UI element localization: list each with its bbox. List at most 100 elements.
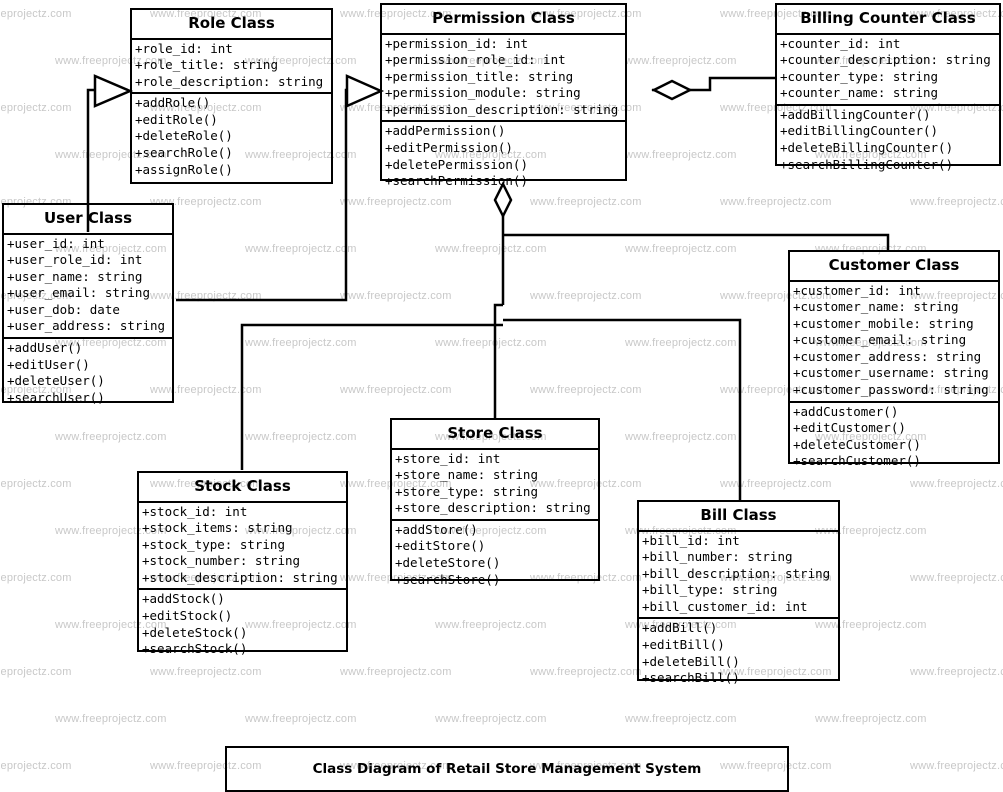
class-member-row: +deleteBill() — [642, 653, 740, 669]
class-member-row: +editUser() — [7, 356, 90, 372]
class-box-stock[interactable]: Stock Class +stock_id: int+stock_items: … — [137, 471, 348, 656]
attributes-store: +store_id: int+store_name: string+store_… — [392, 450, 598, 521]
class-member-row: +editBill() — [642, 637, 725, 653]
class-member-row: +customer_mobile: string — [793, 315, 974, 331]
generalization-arrowhead-role — [93, 74, 134, 108]
class-member-row: +user_id: int — [7, 235, 105, 251]
class-member-row: +role_title: string — [135, 57, 278, 73]
class-member-row: +role_id: int — [135, 40, 233, 56]
class-member-row: +counter_description: string — [780, 52, 991, 68]
class-title-stock: Stock Class — [139, 473, 346, 503]
class-box-user[interactable]: User Class +user_id: int+user_role_id: i… — [2, 203, 174, 405]
class-member-row: +customer_address: string — [793, 348, 982, 364]
methods-billing-counter: +addBillingCounter()+editBillingCounter(… — [777, 106, 999, 175]
class-member-row: +searchCustomer() — [793, 453, 921, 469]
attributes-permission: +permission_id: int+permission_role_id: … — [382, 35, 625, 123]
class-box-customer[interactable]: Customer Class +customer_id: int+custome… — [788, 250, 1000, 468]
class-title-permission: Permission Class — [382, 5, 625, 35]
class-member-row: +deleteBillingCounter() — [780, 140, 954, 156]
class-member-row: +searchPermission() — [385, 173, 528, 189]
class-member-row: +stock_items: string — [142, 520, 293, 536]
class-member-row: +permission_title: string — [385, 68, 574, 84]
class-member-row: +user_address: string — [7, 318, 166, 334]
class-member-row: +editBillingCounter() — [780, 123, 939, 139]
class-box-role[interactable]: Role Class +role_id: int+role_title: str… — [130, 8, 333, 184]
diagram-caption-text: Class Diagram of Retail Store Management… — [312, 761, 702, 777]
class-box-billing-counter[interactable]: Billing Counter Class +counter_id: int+c… — [775, 3, 1001, 172]
link-trunk-jog — [493, 303, 503, 322]
class-member-row: +role_description: string — [135, 73, 324, 89]
class-title-store: Store Class — [392, 420, 598, 450]
attributes-customer: +customer_id: int+customer_name: string+… — [790, 282, 998, 403]
class-member-row: +addCustomer() — [793, 403, 899, 419]
class-title-role: Role Class — [132, 10, 331, 40]
class-member-row: +searchRole() — [135, 145, 233, 161]
class-member-row: +addUser() — [7, 340, 83, 356]
diagram-caption: Class Diagram of Retail Store Management… — [225, 746, 789, 792]
class-member-row: +bill_description: string — [642, 565, 831, 581]
class-member-row: +store_type: string — [395, 483, 538, 499]
attributes-bill: +bill_id: int+bill_number: string+bill_d… — [639, 532, 838, 620]
class-member-row: +deletePermission() — [385, 156, 528, 172]
class-member-row: +bill_customer_id: int — [642, 598, 808, 614]
methods-bill: +addBill()+editBill()+deleteBill()+searc… — [639, 619, 838, 688]
link-permission-bill — [503, 318, 742, 500]
methods-permission: +addPermission()+editPermission()+delete… — [382, 122, 625, 191]
class-member-row: +deleteUser() — [7, 373, 105, 389]
class-member-row: +customer_email: string — [793, 332, 967, 348]
class-member-row: +permission_module: string — [385, 85, 581, 101]
class-member-row: +bill_id: int — [642, 532, 740, 548]
class-member-row: +permission_role_id: int — [385, 52, 566, 68]
class-member-row: +store_id: int — [395, 450, 501, 466]
class-member-row: +user_dob: date — [7, 301, 120, 317]
class-member-row: +deleteRole() — [135, 128, 233, 144]
class-member-row: +stock_number: string — [142, 553, 301, 569]
class-member-row: +searchStock() — [142, 641, 248, 657]
class-member-row: +addStock() — [142, 591, 225, 607]
class-member-row: +store_description: string — [395, 500, 591, 516]
class-member-row: +permission_id: int — [385, 35, 528, 51]
class-member-row: +stock_description: string — [142, 569, 338, 585]
class-member-row: +editStock() — [142, 608, 233, 624]
class-member-row: +bill_number: string — [642, 549, 793, 565]
class-member-row: +editStore() — [395, 538, 486, 554]
class-member-row: +deleteStock() — [142, 624, 248, 640]
class-member-row: +deleteCustomer() — [793, 436, 921, 452]
class-box-store[interactable]: Store Class +store_id: int+store_name: s… — [390, 418, 600, 587]
class-member-row: +store_name: string — [395, 467, 538, 483]
class-member-row: +editRole() — [135, 111, 218, 127]
class-member-row: +addBill() — [642, 620, 718, 636]
class-member-row: +counter_name: string — [780, 85, 939, 101]
attributes-billing-counter: +counter_id: int+counter_description: st… — [777, 35, 999, 106]
class-member-row: +addStore() — [395, 521, 478, 537]
class-member-row: +customer_password: string — [793, 382, 989, 398]
generalization-arrowhead-permission — [345, 74, 385, 108]
class-member-row: +permission_description: string — [385, 101, 619, 117]
attributes-user: +user_id: int+user_role_id: int+user_nam… — [4, 235, 172, 340]
class-member-row: +editCustomer() — [793, 420, 906, 436]
class-box-permission[interactable]: Permission Class +permission_id: int+per… — [380, 3, 627, 188]
class-member-row: +searchBill() — [642, 670, 740, 686]
class-member-row: +user_role_id: int — [7, 252, 143, 268]
class-box-bill[interactable]: Bill Class +bill_id: int+bill_number: st… — [637, 500, 840, 685]
class-member-row: +customer_name: string — [793, 299, 959, 315]
aggregation-diamond-billingcounter — [651, 79, 693, 101]
class-member-row: +customer_username: string — [793, 365, 989, 381]
class-title-customer: Customer Class — [790, 252, 998, 282]
class-member-row: +searchBillingCounter() — [780, 156, 954, 172]
class-member-row: +editPermission() — [385, 140, 513, 156]
class-title-bill: Bill Class — [639, 502, 838, 532]
attributes-role: +role_id: int+role_title: string+role_de… — [132, 40, 331, 95]
aggregation-diamond-permission-bottom — [493, 181, 513, 219]
class-member-row: +deleteStore() — [395, 555, 501, 571]
class-member-row: +searchUser() — [7, 389, 105, 405]
methods-user: +addUser()+editUser()+deleteUser()+searc… — [4, 339, 172, 408]
class-member-row: +addBillingCounter() — [780, 106, 931, 122]
methods-store: +addStore()+editStore()+deleteStore()+se… — [392, 521, 598, 590]
class-member-row: +stock_type: string — [142, 536, 285, 552]
methods-customer: +addCustomer()+editCustomer()+deleteCust… — [790, 403, 998, 472]
class-title-user: User Class — [4, 205, 172, 235]
methods-stock: +addStock()+editStock()+deleteStock()+se… — [139, 590, 346, 659]
